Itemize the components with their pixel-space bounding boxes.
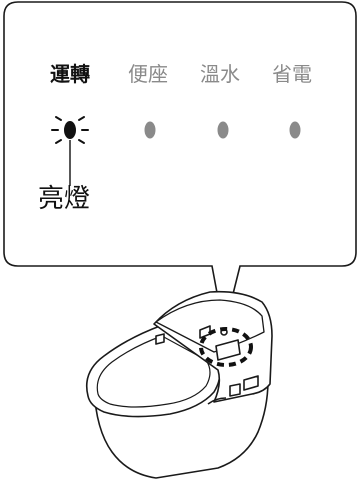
- callout-text-light-on: 亮燈: [38, 184, 91, 214]
- indicator-label-shoden: 省電: [272, 62, 312, 86]
- led-unten: [64, 121, 76, 139]
- indicator-label-onsui: 溫水: [200, 62, 240, 86]
- led-shoden: [289, 121, 301, 139]
- led-onsui: [217, 121, 229, 139]
- callout-bubble: [3, 1, 357, 331]
- panel-highlight-circle: [199, 327, 253, 367]
- indicator-label-unten: 運轉: [50, 62, 90, 86]
- toilet-tank: [153, 290, 273, 403]
- led-glow-lines: [51, 116, 89, 144]
- indicator-label-benza: 便座: [128, 62, 168, 86]
- toilet-lid: [85, 325, 221, 418]
- toilet-illustration: [85, 290, 273, 479]
- led-indicators: [64, 121, 301, 139]
- led-benza: [144, 121, 156, 139]
